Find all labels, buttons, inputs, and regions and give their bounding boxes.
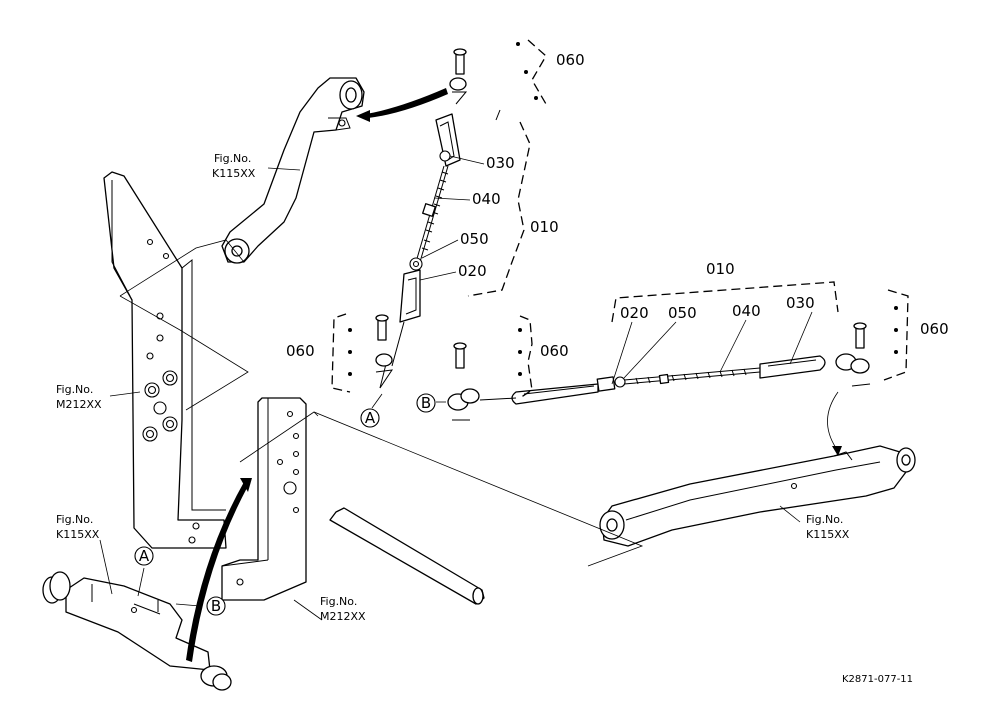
center-bracket <box>221 397 307 601</box>
drawing-code: K2871-077-11 <box>842 674 913 685</box>
marker-b-bracket: B <box>206 596 226 616</box>
group-bracket-060-top <box>516 39 547 105</box>
callout-060-left: 060 <box>286 342 315 360</box>
assembly-lines <box>119 239 644 567</box>
marker-b-rod: B <box>416 393 436 413</box>
group-bracket-060-right <box>883 289 909 381</box>
fig-ref-bottom-code: K115XX <box>56 528 100 541</box>
leader-lines <box>99 155 813 621</box>
fig-ref-left-label: Fig.No. <box>56 383 93 396</box>
callout-030-horizontal: 030 <box>786 294 815 312</box>
callout-060-right: 060 <box>920 320 949 338</box>
fig-ref-right-label: Fig.No. <box>806 513 843 526</box>
horizontal-turnbuckle <box>511 355 826 405</box>
marker-a-rod: A <box>360 408 380 428</box>
group-bracket-060-left <box>331 313 352 393</box>
fig-ref-bottom-label: Fig.No. <box>56 513 93 526</box>
callout-010-vertical: 010 <box>530 218 559 236</box>
callout-040-horizontal: 040 <box>732 302 761 320</box>
cross-shaft <box>329 507 485 605</box>
pin-set-middle <box>447 342 517 421</box>
fig-ref-center-label: Fig.No. <box>320 595 357 608</box>
marker-a-rod-text: A <box>365 409 376 427</box>
callout-020-vertical: 020 <box>458 262 487 280</box>
group-bracket-010-horizontal <box>611 281 839 323</box>
callout-060-top: 060 <box>556 51 585 69</box>
fig-ref-center-code: M212XX <box>320 610 366 623</box>
fig-ref-left-code: M212XX <box>56 398 102 411</box>
marker-a-bracket: A <box>134 546 154 566</box>
upper-lift-arm <box>221 77 365 264</box>
callout-060-middle: 060 <box>540 342 569 360</box>
callout-050-vertical: 050 <box>460 230 489 248</box>
lower-right-arm <box>599 445 916 547</box>
group-bracket-010-vertical <box>467 121 531 297</box>
callout-030-vertical: 030 <box>486 154 515 172</box>
group-bracket-060-middle <box>518 315 533 399</box>
pin-set-right <box>835 322 871 387</box>
marker-b-rod-text: B <box>421 394 431 412</box>
callout-040-vertical: 040 <box>472 190 501 208</box>
marker-a-bracket-text: A <box>139 547 150 565</box>
callout-020-horizontal: 020 <box>620 304 649 322</box>
fig-ref-top-code: K115XX <box>212 167 256 180</box>
marker-b-bracket-text: B <box>211 597 221 615</box>
callout-010-horizontal: 010 <box>706 260 735 278</box>
pin-set-top <box>449 48 501 121</box>
fig-ref-right-code: K115XX <box>806 528 850 541</box>
callout-050-horizontal: 050 <box>668 304 697 322</box>
lower-left-arm <box>42 571 232 691</box>
main-bracket <box>103 171 227 549</box>
fig-ref-top-label: Fig.No. <box>214 152 251 165</box>
assembly-arrows <box>186 88 842 662</box>
pin-set-left <box>375 314 394 389</box>
vertical-turnbuckle <box>379 113 461 389</box>
